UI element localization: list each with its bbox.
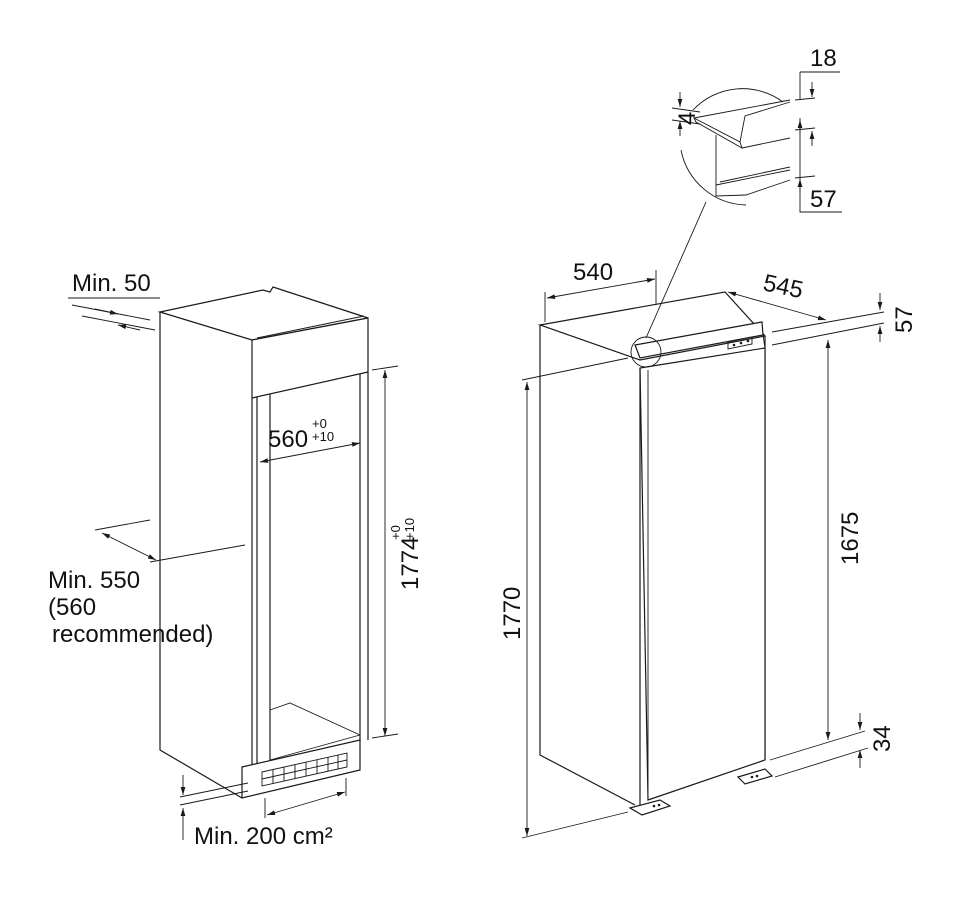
label-appliance-depth: 545: [761, 269, 806, 304]
dimension-appliance-width: 540: [544, 259, 657, 322]
label-door-height: 1675: [837, 512, 864, 565]
label-vent-area: Min. 200 cm²: [194, 823, 333, 850]
label-rail-thickness: 4: [674, 112, 701, 125]
dimension-bottom-offset: 34: [769, 713, 896, 778]
dimension-top-offset: 57: [771, 293, 918, 346]
dimension-niche-width: 560 +0 +10: [259, 416, 361, 463]
svg-text:+0: +0: [388, 525, 403, 540]
svg-text:recommended): recommended): [52, 621, 213, 648]
rail-detail: 18 4 57: [645, 45, 842, 339]
svg-text:+10: +10: [312, 429, 334, 444]
dimension-door-height: 1675: [825, 340, 864, 740]
foot-icon: [628, 799, 672, 816]
appliance: [537, 291, 774, 816]
svg-text:+0: +0: [312, 416, 327, 431]
svg-text:(560: (560: [48, 594, 96, 621]
dimension-min-50: Min. 50: [68, 270, 160, 331]
label-appliance-width: 540: [573, 259, 613, 286]
dimension-niche-height: 1774 +0 +10: [371, 365, 424, 739]
label-rail-spacing: 57: [810, 186, 837, 213]
svg-text:+10: +10: [402, 518, 417, 540]
foot-icon: [736, 768, 774, 785]
dimension-vent-area: Min. 200 cm²: [179, 775, 347, 850]
label-total-height: 1770: [499, 587, 526, 640]
rail-screws-icon: [727, 336, 753, 350]
label-bottom-offset: 34: [869, 725, 896, 752]
label-top-offset: 57: [891, 306, 918, 333]
label-niche-width: 560: [268, 426, 308, 453]
dimension-niche-depth: Min. 550 (560 recommended): [48, 519, 246, 648]
label-niche-height: 1774: [397, 537, 424, 590]
label-min-50: Min. 50: [72, 270, 151, 297]
label-top-gap: 18: [810, 45, 837, 72]
svg-text:Min. 550: Min. 550: [48, 567, 140, 594]
niche-cabinet: [157, 286, 369, 799]
dimension-total-height: 1770: [499, 357, 629, 839]
vent-grille-icon: [261, 752, 348, 787]
